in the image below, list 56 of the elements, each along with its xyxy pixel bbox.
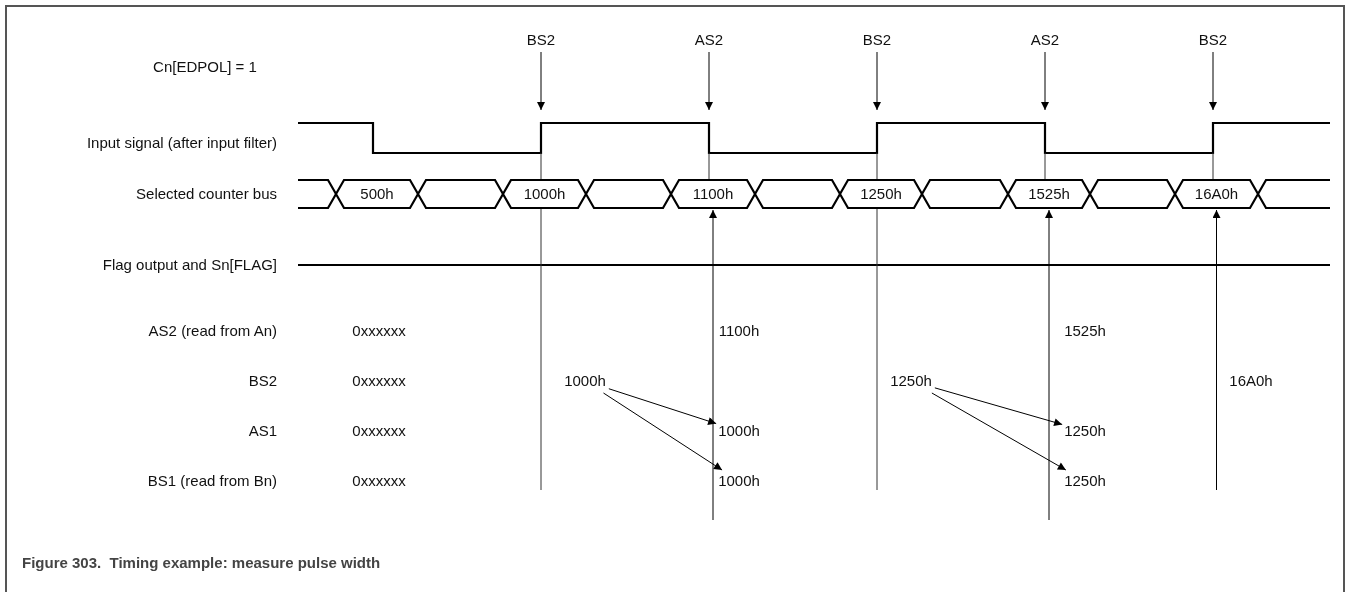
event-label: BS2: [862, 31, 892, 49]
arrow: [537, 51, 545, 111]
bus-value-segment: [1175, 180, 1258, 208]
row-label: BS2: [248, 372, 277, 390]
register-value: 0xxxxxx: [352, 322, 406, 340]
event-label: BS2: [526, 31, 556, 49]
bus-value: 1100h: [691, 185, 735, 203]
register-value: 1000h: [718, 472, 760, 490]
register-value: 16A0h: [1229, 372, 1273, 390]
register-value: 0xxxxxx: [352, 422, 406, 440]
arrow: [1212, 209, 1221, 491]
bus-value-segment: [336, 180, 418, 208]
arrow: [931, 392, 1067, 471]
arrow: [1045, 209, 1053, 521]
arrow: [709, 209, 717, 521]
row-label: Input signal (after input filter): [86, 134, 277, 152]
bus-value: 500h: [359, 185, 395, 203]
arrow: [934, 387, 1063, 427]
bus-segment: [755, 180, 840, 208]
bus-segment: [418, 180, 503, 208]
register-value: 1525h: [1064, 322, 1106, 340]
figure-caption: Figure 303. Timing example: measure pulse width: [22, 554, 381, 571]
register-value: 1250h: [1064, 422, 1106, 440]
arrow: [873, 51, 881, 111]
row-label: BS1 (read from Bn): [147, 472, 277, 490]
register-value: 0xxxxxx: [352, 472, 406, 490]
register-value: 1000h: [718, 422, 760, 440]
bus-segment: [1090, 180, 1175, 208]
register-value: 1250h: [1064, 472, 1106, 490]
register-value: 0xxxxxx: [352, 372, 406, 390]
event-label: AS2: [1030, 31, 1060, 49]
bus-value: 1000h: [522, 185, 567, 203]
arrow: [1209, 51, 1217, 111]
register-value: 1100h: [718, 322, 760, 340]
event-label: BS2: [1198, 31, 1228, 49]
condition-label: Cn[EDPOL] = 1: [153, 58, 257, 76]
row-label: AS2 (read from An): [148, 322, 277, 340]
row-label: Selected counter bus: [136, 185, 277, 203]
bus-value: 16A0h: [1193, 185, 1240, 203]
bus-value-segment: [671, 180, 755, 208]
register-value: 1250h: [890, 372, 932, 390]
event-label: AS2: [694, 31, 724, 49]
row-label: AS1: [248, 422, 277, 440]
arrow: [705, 51, 713, 111]
arrow: [1041, 51, 1049, 111]
bus-value: 1525h: [1027, 185, 1071, 203]
bus-segment: [586, 180, 671, 208]
bus-value: 1250h: [859, 185, 903, 203]
register-value: 1000h: [564, 372, 606, 390]
bus-value-segment: [1008, 180, 1090, 208]
arrow: [608, 388, 717, 425]
row-label: Flag output and Sn[FLAG]: [102, 256, 277, 274]
bus-value-segment: [503, 180, 586, 208]
bus-value-segment: [840, 180, 922, 208]
bus-segment: [922, 180, 1008, 208]
arrow: [603, 392, 723, 471]
